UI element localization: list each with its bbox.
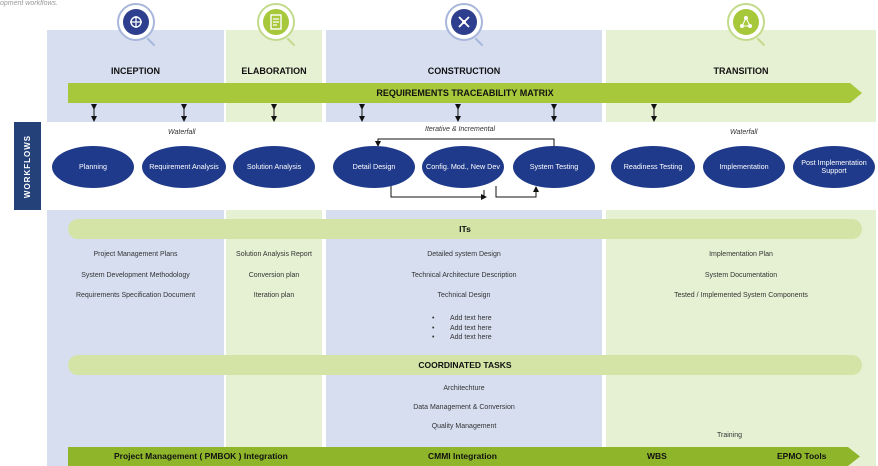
bullet-dot: • [432,325,435,332]
tools-icon [445,3,483,41]
coordinated-tasks-banner: COORDINATED TASKS [68,355,862,375]
it-item: Detailed system Design [427,251,501,258]
it-item: Technical Design [437,292,491,299]
workflow-detail-design: Detail Design [333,146,415,188]
coordinated-tasks-label: COORDINATED TASKS [418,360,512,370]
task-item: Architechture [443,385,485,392]
it-item: Solution Analysis Report [236,251,312,258]
it-item: Requirements Specification Document [75,292,196,299]
bullet-item: Add text here [450,325,492,332]
traceability-matrix-label: REQUIREMENTS TRACEABILITY MATRIX [376,88,554,98]
methodology-transition: Waterfall [730,129,758,136]
pmbok-integration-label: Project Management ( PMBOK ) Integration [114,451,288,461]
cmmi-integration-label: CMMI Integration [428,451,497,461]
task-item: Quality Management [431,423,497,430]
its-label: ITs [459,224,471,234]
workflows-label: WORKFLOWS [23,134,32,198]
epmo-tools-label: EPMO Tools [777,451,827,461]
workflow-system-testing: System Testing [513,146,595,188]
network-icon [727,3,765,41]
it-item: Project Management Plans [93,251,178,258]
bullet-dot: • [432,315,435,322]
traceability-matrix-banner: REQUIREMENTS TRACEABILITY MATRIX [68,83,862,103]
task-item: Data Management & Conversion [413,404,515,411]
it-item: System Development Methodology [81,272,190,279]
it-item: Technical Architecture Description [411,272,517,279]
integration-banner [68,447,860,466]
wbs-label: WBS [647,451,667,461]
bullet-dot: • [432,334,435,341]
workflow-config-mod: Config. Mod., New Dev [422,146,504,188]
workflow-solution-analysis: Solution Analysis [233,146,315,188]
it-item: Conversion plan [248,272,300,279]
it-item: Iteration plan [253,292,295,299]
bullet-item: Add text here [450,315,492,322]
workflows-label-box: WORKFLOWS [14,122,41,210]
it-item: System Documentation [704,272,778,279]
methodology-inception: Waterfall [168,129,196,136]
compass-icon [117,3,155,41]
it-item: Implementation Plan [709,251,773,258]
workflow-readiness-testing: Readiness Testing [611,146,695,188]
task-item-training: Training [717,432,743,439]
caption-text: opment workflows. [0,0,58,7]
phase-title-elaboration: ELABORATION [241,66,307,76]
workflow-implementation: Implementation [703,146,785,188]
phase-title-inception: INCEPTION [110,66,160,76]
phase-title-transition: TRANSITION [713,66,769,76]
phase-title-construction: CONSTRUCTION [427,66,501,76]
iteration-link-2 [495,186,539,198]
workflow-planning: Planning [52,146,134,188]
workflow-requirement-analysis: Requirement Analysis [142,146,226,188]
document-icon [257,3,295,41]
methodology-construction: Iterative & Incremental [425,126,496,133]
bullet-item: Add text here [450,334,492,341]
it-item: Tested / Implemented System Components [674,292,808,299]
workflow-post-implementation: Post Implementation Support [793,146,875,188]
its-banner: ITs [68,219,862,239]
iteration-loop-top [375,138,555,147]
